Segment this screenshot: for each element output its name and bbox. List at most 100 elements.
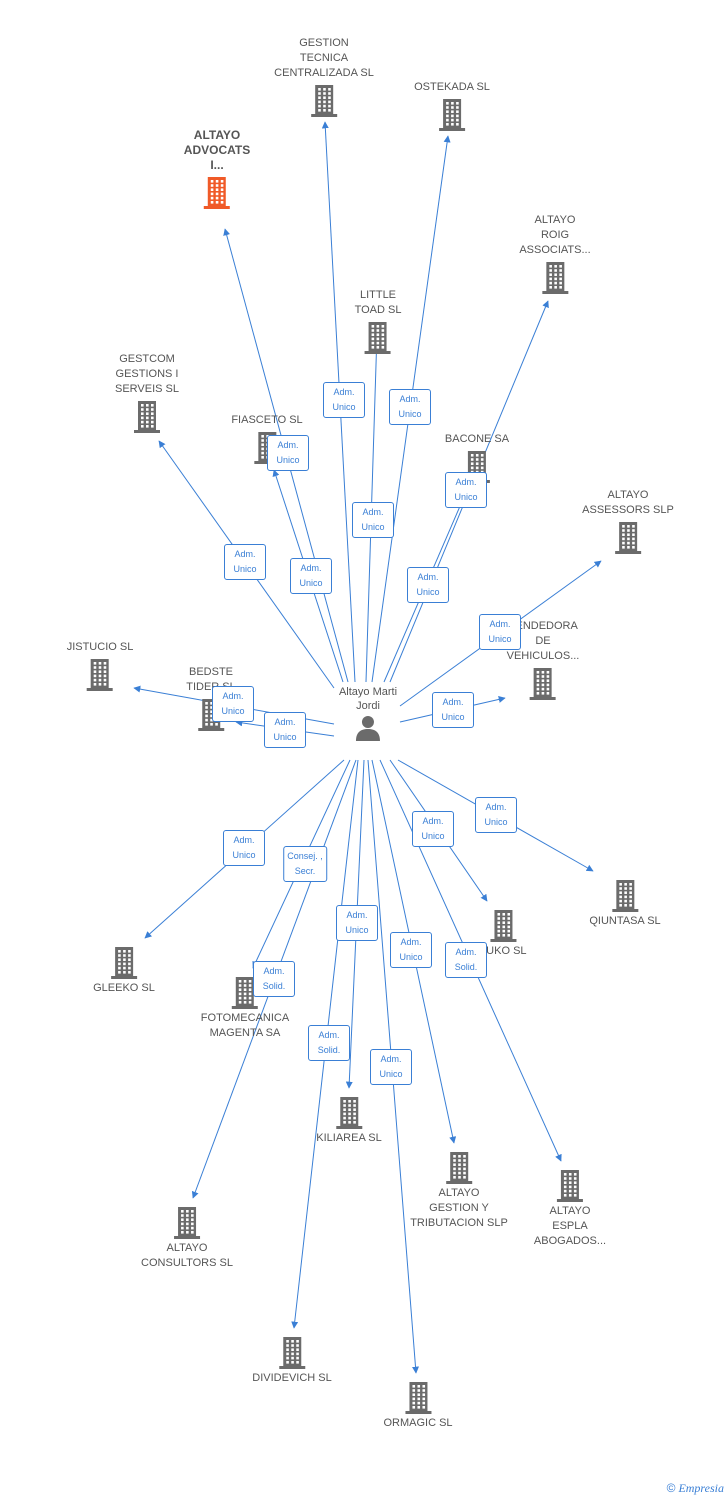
relation-label-fiasceto[interactable]: Adm. Unico <box>267 435 309 471</box>
relation-label-gestion-tecnica[interactable]: Adm. Unico <box>323 382 365 418</box>
company-node-tuko[interactable]: TUKO SL <box>479 908 527 959</box>
relation-label-line: Unico <box>345 925 369 935</box>
relation-label-gestcom[interactable]: Adm.Unico <box>224 544 266 580</box>
relation-label-ormagic[interactable]: Adm. Unico <box>370 1049 412 1085</box>
building-icon <box>489 910 516 942</box>
relation-label-jistucio[interactable]: Adm.Unico <box>212 686 254 722</box>
relation-label-line: Adm. <box>333 387 355 397</box>
relation-label-dividevich[interactable]: Adm. Solid. <box>308 1025 350 1061</box>
relation-label-line: Adm. <box>318 1030 340 1040</box>
relation-label-vendedora[interactable]: Adm. Unico <box>432 692 474 728</box>
company-label-line: ALTAYO <box>438 1187 480 1199</box>
footer-brand[interactable]: ©Empresia <box>667 1481 724 1496</box>
company-label-line: GESTION <box>299 37 349 49</box>
relation-label-altayo-roig[interactable]: Adm.Unico <box>445 472 487 508</box>
relation-label-line: Adm. <box>417 572 439 582</box>
relation-label-little-toad[interactable]: Adm.Unico <box>352 502 394 538</box>
relation-label-altayo-assessors[interactable]: Adm. Unico <box>479 614 521 650</box>
relation-label-line: Unico <box>276 455 300 465</box>
relation-label-line: Solid. <box>454 962 478 972</box>
relation-label-line: Adm. <box>380 1054 402 1064</box>
company-label-line: BEDSTE <box>188 666 234 678</box>
relation-label-altayo-advocats[interactable]: Adm.Unico <box>290 558 332 594</box>
company-label-line: ALTAYO <box>193 128 241 142</box>
company-label-line: ABOGADOS... <box>533 1235 607 1247</box>
relation-label-bacone[interactable]: Adm.Unico <box>407 567 449 603</box>
company-label: ALTAYO CONSULTORS SL <box>141 1241 233 1271</box>
company-node-gleeko[interactable]: GLEEKO SL <box>93 945 155 996</box>
relation-label-line: Adm. <box>422 816 444 826</box>
building-icon <box>365 322 391 354</box>
relation-label-line: Adm. <box>274 717 296 727</box>
company-label: FIASCETO SL <box>231 413 302 428</box>
relation-label-gleeko[interactable]: Adm.Unico <box>223 830 265 866</box>
relation-label-line: Solid. <box>317 1045 341 1055</box>
building-icon <box>310 85 337 117</box>
company-label: ORMAGIC SL <box>383 1416 452 1431</box>
company-label-line: ALTAYO <box>166 1242 208 1254</box>
relation-label-tuko[interactable]: Adm.Unico <box>412 811 454 847</box>
company-label-line: ROIG <box>540 229 570 241</box>
company-label-line: GESTION Y <box>429 1202 489 1214</box>
company-label-line: GLEEKO SL <box>93 982 155 994</box>
relation-label-line: Unico <box>488 634 512 644</box>
relation-label-line: Solid. <box>262 981 286 991</box>
company-label-line: BACONE SA <box>444 433 510 445</box>
company-label-line: FIASCETO SL <box>231 414 303 426</box>
company-node-altayo-consultors[interactable]: ALTAYO CONSULTORS SL <box>141 1205 233 1271</box>
company-label-line: ALTAYO <box>534 214 576 226</box>
company-label: DIVIDEVICH SL <box>252 1371 331 1386</box>
company-node-ormagic[interactable]: ORMAGIC SL <box>383 1380 453 1431</box>
company-label: BACONE SA <box>445 432 509 447</box>
relation-label-ostekada[interactable]: Adm.Unico <box>389 389 431 425</box>
relation-label-line: Unico <box>299 578 323 588</box>
relation-label-altayo-gestion[interactable]: Adm.Unico <box>390 932 432 968</box>
relation-label-line: Unico <box>441 712 465 722</box>
relation-label-line: Adm. <box>489 619 511 629</box>
company-label-line: OSTEKADA SL <box>414 81 490 93</box>
relation-label-line: Unico <box>379 1069 403 1079</box>
company-label-line: DE <box>535 635 551 647</box>
company-node-kiliarea[interactable]: KILIAREA SL <box>316 1095 382 1146</box>
company-label-line: JISTUCIO SL <box>66 641 134 653</box>
relation-label-bedste[interactable]: Adm.Unico <box>264 712 306 748</box>
company-label-line: GESTCOM <box>119 353 175 365</box>
company-label-line: TOAD SL <box>354 304 402 316</box>
company-label-line: FOTOMECANICA <box>200 1012 290 1024</box>
relation-label-line: Unico <box>332 402 356 412</box>
company-node-jistucio[interactable]: JISTUCIO SL <box>66 640 134 691</box>
company-node-altayo-roig[interactable]: ALTAYO ROIG ASSOCIATS... <box>519 213 591 294</box>
company-node-ostekada[interactable]: OSTEKADA SL <box>414 80 490 131</box>
company-node-dividevich[interactable]: DIVIDEVICH SL <box>252 1335 332 1386</box>
relation-label-line: Adm. <box>277 440 299 450</box>
building-icon <box>203 177 230 209</box>
relation-label-line: Adm. <box>233 835 255 845</box>
company-label-line: ASSOCIATS... <box>519 244 591 256</box>
relation-label-kiliarea[interactable]: Adm.Unico <box>336 905 378 941</box>
relation-label-qiuntasa[interactable]: Adm.Unico <box>475 797 517 833</box>
company-node-qiuntasa[interactable]: QIUNTASA SL <box>589 878 661 929</box>
relation-label-altayo-consultors[interactable]: Consej. ,Secr. <box>283 846 327 882</box>
company-label-line: QIUNTASA SL <box>589 915 661 927</box>
relation-label-line: Adm. <box>442 697 464 707</box>
relation-label-altayo-espla[interactable]: Adm.Solid. <box>445 942 487 978</box>
center-person-node[interactable]: Altayo Marti Jordi <box>339 685 397 743</box>
company-label-line: TECNICA <box>299 52 349 64</box>
relation-label-fotomecanica[interactable]: Adm.Solid. <box>253 961 295 997</box>
company-label-line: CONSULTORS SL <box>141 1257 233 1269</box>
building-icon <box>87 659 113 691</box>
